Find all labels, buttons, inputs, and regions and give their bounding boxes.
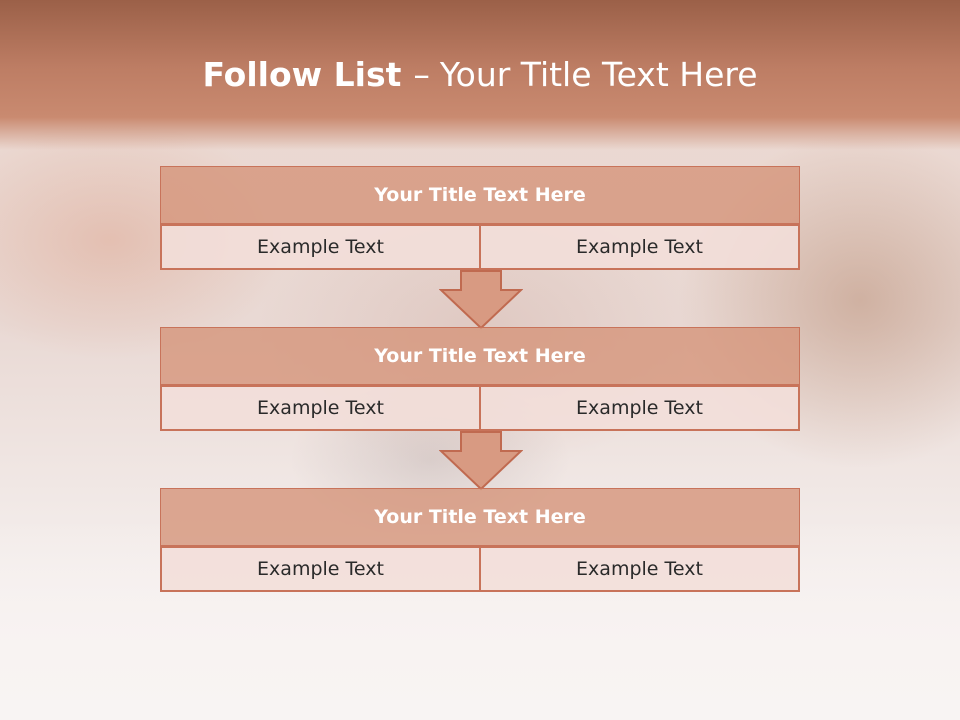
step-1-right-cell: Example Text	[481, 224, 800, 270]
step-2-right-cell: Example Text	[481, 385, 800, 431]
slide-title-rest: Your Title Text Here	[439, 55, 758, 94]
step-title-1: Your Title Text Here	[160, 166, 800, 224]
step-2-left-cell: Example Text	[160, 385, 481, 431]
step-title-2: Your Title Text Here	[160, 327, 800, 385]
slide-title-separator: –	[413, 55, 430, 94]
slide-title: Follow List–Your Title Text Here	[0, 52, 960, 98]
step-3-right-cell: Example Text	[481, 546, 800, 592]
step-title-3: Your Title Text Here	[160, 488, 800, 546]
slide-title-bold: Follow List	[202, 55, 402, 94]
down-arrow-icon	[439, 270, 523, 330]
step-1-left-cell: Example Text	[160, 224, 481, 270]
step-3-left-cell: Example Text	[160, 546, 481, 592]
down-arrow-icon	[439, 431, 523, 491]
header-band	[0, 0, 960, 150]
